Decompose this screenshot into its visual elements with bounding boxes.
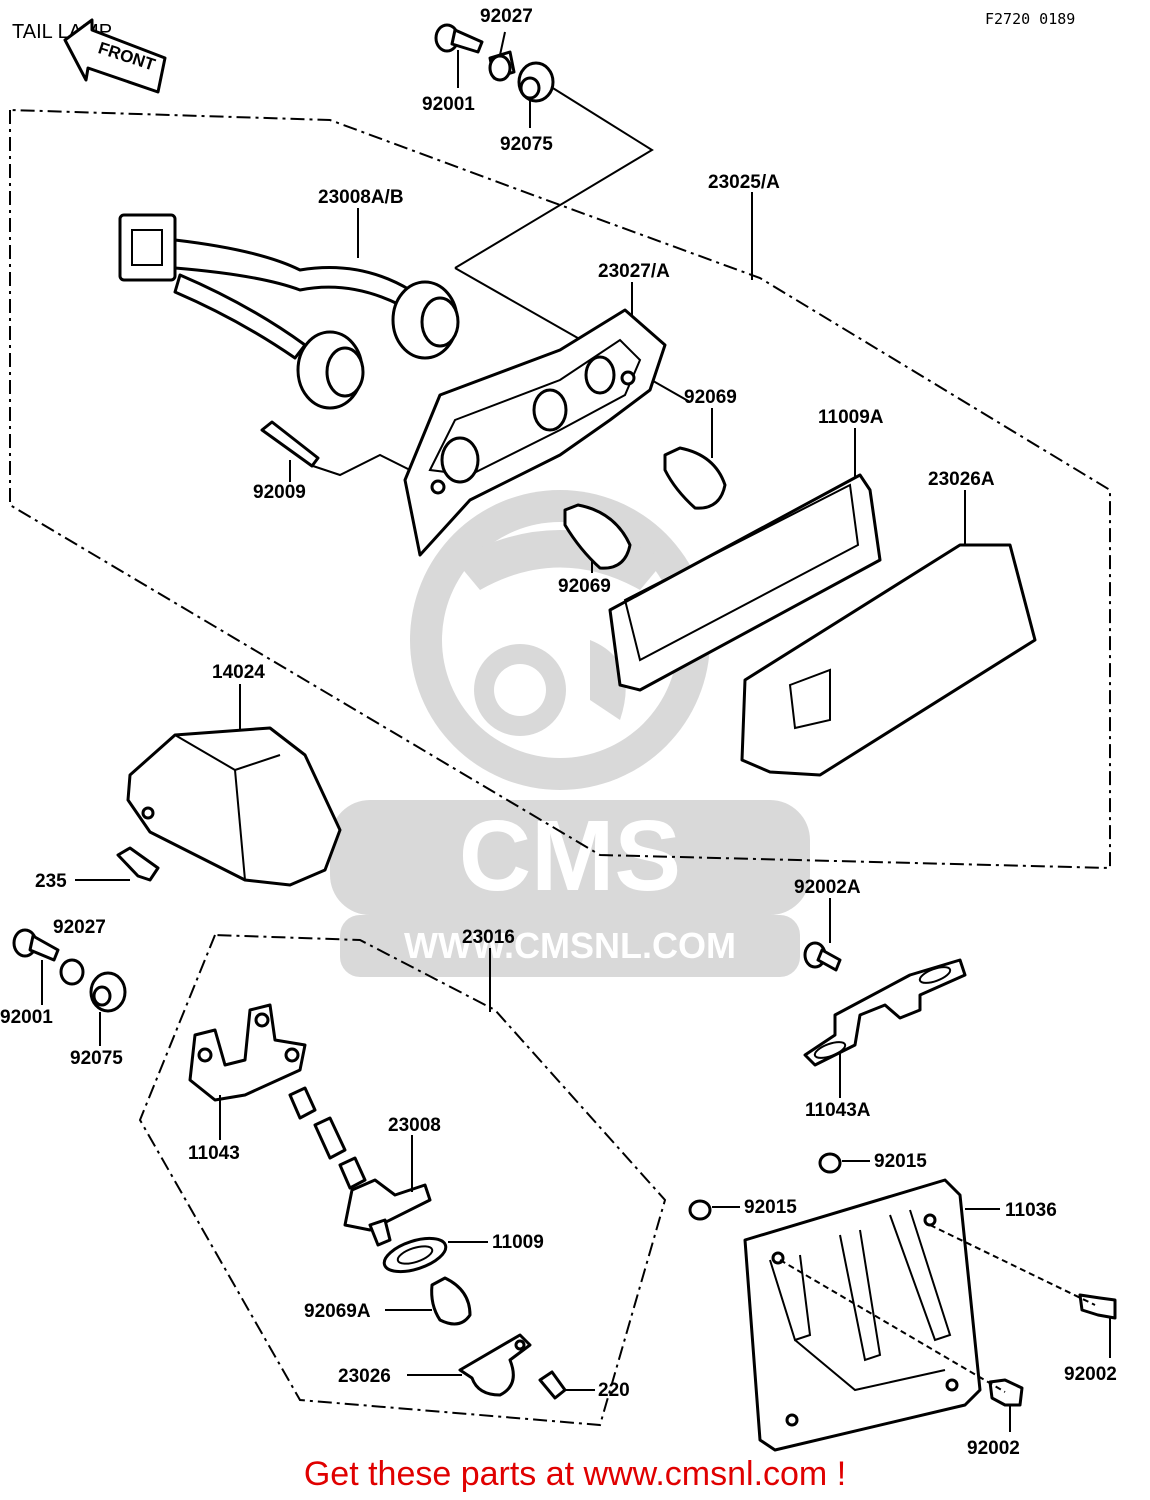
gasket-11009A [608,473,882,692]
label-11009A: 11009A [818,407,884,428]
license-lamp-cover-14024 [126,726,342,887]
label-92069-lower: 92069 [558,576,611,597]
label-23026: 23026 [338,1366,391,1387]
lamp-housing-23027A [403,308,667,557]
label-23027A: 23027/A [598,261,670,282]
harness-23008AB [118,213,460,410]
cms-mascot-logo [410,490,710,790]
label-220: 220 [598,1380,630,1401]
screw-92001-top [434,23,484,54]
screw-92002A [803,941,842,972]
bulb-92069-lower [563,503,632,570]
label-23016: 23016 [462,927,515,948]
screw-92001-bottom [12,928,60,962]
grommet-92075-bottom [89,971,127,1013]
label-23008AB: 23008A/B [318,187,404,208]
screw-220 [538,1370,567,1400]
label-92001-bottom: 92001 [0,1007,53,1028]
screw-92002-bottom [988,1378,1024,1407]
bulb-92069A [430,1276,472,1326]
part-labels: 92027 92001 92075 23008A/B 23025/A 23027… [0,6,1117,1459]
collar-92027-top [488,50,516,82]
label-92001-top: 92001 [422,94,475,115]
label-92002-bottom: 92002 [967,1438,1020,1459]
label-92069A: 92069A [304,1301,371,1322]
bracket-11043 [188,1003,307,1102]
label-11009: 11009 [492,1232,544,1253]
label-92027-top: 92027 [480,6,533,27]
gasket-11009 [382,1236,448,1274]
label-23026A: 23026A [928,469,995,490]
front-direction-arrow: FRONT [63,18,167,94]
label-23008: 23008 [388,1115,441,1136]
label-92009: 92009 [253,482,306,503]
leader-lines [41,31,1111,1432]
nut-92015-upper [818,1152,842,1174]
bracket-11043A [803,958,967,1067]
label-92075-bottom: 92075 [70,1048,123,1069]
label-235: 235 [35,871,67,892]
watermark-logo-text: CMS [459,800,681,912]
screw-92002-right [1078,1293,1117,1320]
figure-code: F2720 0189 [985,10,1075,28]
cms-watermark: CMS WWW.CMSNL.COM [330,490,810,977]
label-92015-lower: 92015 [744,1197,797,1218]
screw-235 [116,846,160,882]
footer-parts-link[interactable]: Get these parts at www.cmsnl.com ! [303,1455,847,1493]
label-92075-top: 92075 [500,134,553,155]
label-14024: 14024 [212,662,265,683]
watermark-url: WWW.CMSNL.COM [404,925,736,966]
lens-23026 [458,1333,532,1397]
label-11043: 11043 [188,1143,240,1164]
label-92027-bottom: 92027 [53,917,106,938]
label-92002A: 92002A [794,877,861,898]
grommet-92075-top [517,61,555,103]
lens-23026A [740,543,1037,777]
label-11036: 11036 [1005,1200,1057,1221]
label-11043A: 11043A [805,1100,871,1121]
label-92002-right: 92002 [1064,1364,1117,1385]
label-92069-upper: 92069 [684,387,737,408]
assembly-outline-23025 [9,108,1111,870]
assembly-outline-23016 [138,933,667,1427]
bulb-92069-upper [663,446,727,510]
collar-92027-bottom [59,958,85,986]
screw-92009 [260,420,320,468]
nut-92015-lower [688,1199,712,1221]
label-92015-upper: 92015 [874,1151,927,1172]
label-23025A: 23025/A [708,172,780,193]
license-plate-bracket-11036 [743,1178,982,1452]
socket-23008 [288,1086,432,1247]
